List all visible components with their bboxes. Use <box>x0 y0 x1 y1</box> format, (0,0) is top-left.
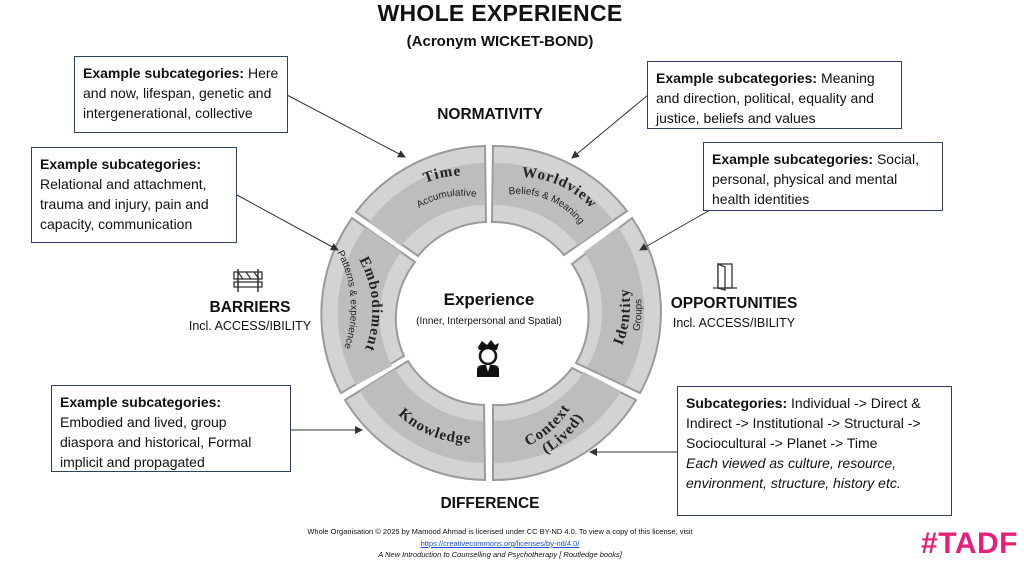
center-subtitle: (Inner, Interpersonal and Spatial) <box>416 316 562 327</box>
axis-right-label: OPPORTUNITIES <box>670 295 798 312</box>
arrow-embodiment <box>236 194 339 251</box>
callout-worldview: Example subcategories: Meaning and direc… <box>647 61 902 129</box>
segment-context <box>492 366 638 482</box>
callout-context-lead: Subcategories: <box>686 395 788 411</box>
callout-worldview-text: Meaning and direction, political, equali… <box>656 70 875 126</box>
callout-identity: Example subcategories: Social, personal,… <box>703 142 943 211</box>
callout-time-lead: Example subcategories: <box>83 65 245 81</box>
footer-citation: A New Introduction to Counselling and Ps… <box>378 550 622 559</box>
callout-context-italic: Each viewed as culture, resource, enviro… <box>686 455 901 491</box>
callout-time-text: Here and now, lifespan, genetic and inte… <box>83 65 279 121</box>
hashtag: #TADF <box>921 527 1018 560</box>
callout-embodiment: Example subcategories: Relational and at… <box>31 147 237 243</box>
segment-knowledge <box>343 359 487 482</box>
segment-worldview <box>490 144 629 257</box>
segment-time <box>354 144 488 258</box>
door-icon <box>713 263 737 291</box>
axis-left-label: BARRIERS <box>209 299 291 316</box>
callout-knowledge: Example subcategories: Embodied and live… <box>51 385 291 472</box>
segment-sub-identity: Groups <box>631 299 644 332</box>
callout-knowledge-text: Embodied and lived, group diaspora and h… <box>60 414 252 470</box>
arrow-identity <box>639 209 711 251</box>
arrow-time <box>286 94 406 158</box>
callout-embodiment-text: Relational and attachment, trauma and in… <box>40 176 209 232</box>
callout-time: Example subcategories: Here and now, lif… <box>74 56 288 133</box>
svg-text:Groups: Groups <box>631 299 644 332</box>
person-icon <box>477 340 499 377</box>
callout-knowledge-lead: Example subcategories: <box>60 394 222 410</box>
license-link[interactable]: https://creativecommons.org/licenses/by-… <box>420 539 580 548</box>
segment-embodiment <box>320 216 417 395</box>
page-title: WHOLE EXPERIENCE <box>377 0 623 26</box>
axis-top-label: NORMATIVITY <box>437 106 543 123</box>
footer-link-wrap: https://creativecommons.org/licenses/by-… <box>0 539 1000 549</box>
callout-embodiment-lead: Example subcategories: <box>40 156 202 172</box>
axis-bottom-label: DIFFERENCE <box>440 495 540 512</box>
callout-worldview-lead: Example subcategories: <box>656 70 818 86</box>
footer-license: Whole Organisation © 2025 by Mamood Ahma… <box>307 527 693 536</box>
axis-left-sublabel: Incl. ACCESS/IBILITY <box>188 319 312 333</box>
callout-identity-text: Social, personal, physical and mental he… <box>712 151 919 207</box>
barrier-icon <box>233 269 263 292</box>
callout-context-text: Individual -> Direct & Indirect -> Insti… <box>686 395 921 451</box>
arrow-worldview <box>571 94 649 159</box>
callout-identity-lead: Example subcategories: <box>712 151 874 167</box>
callout-context: Subcategories: Individual -> Direct & In… <box>677 386 952 516</box>
segment-identity <box>570 216 662 395</box>
center-title: Experience <box>444 290 535 309</box>
page-subtitle: (Acronym WICKET-BOND) <box>406 33 594 50</box>
axis-right-sublabel: Incl. ACCESS/IBILITY <box>672 316 796 330</box>
